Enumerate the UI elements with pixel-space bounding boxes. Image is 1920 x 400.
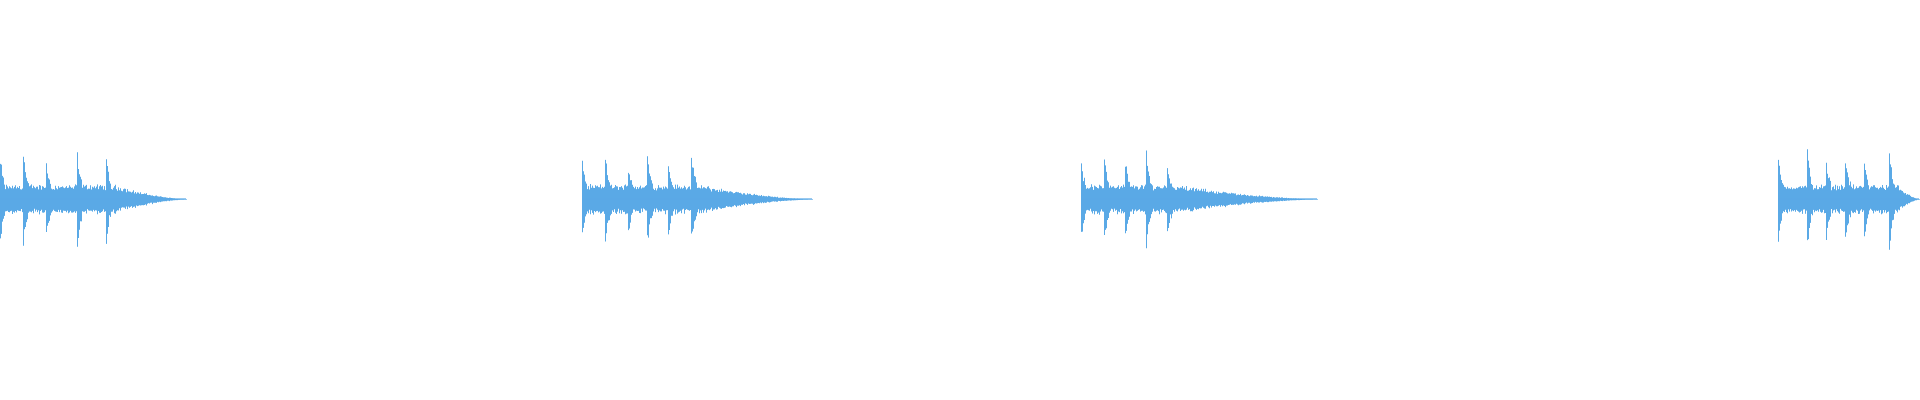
waveform-clip[interactable]: [1081, 150, 1318, 249]
waveform-clip[interactable]: [582, 156, 813, 242]
waveform-clip[interactable]: [0, 152, 187, 247]
waveform-clip[interactable]: [1778, 149, 1920, 250]
